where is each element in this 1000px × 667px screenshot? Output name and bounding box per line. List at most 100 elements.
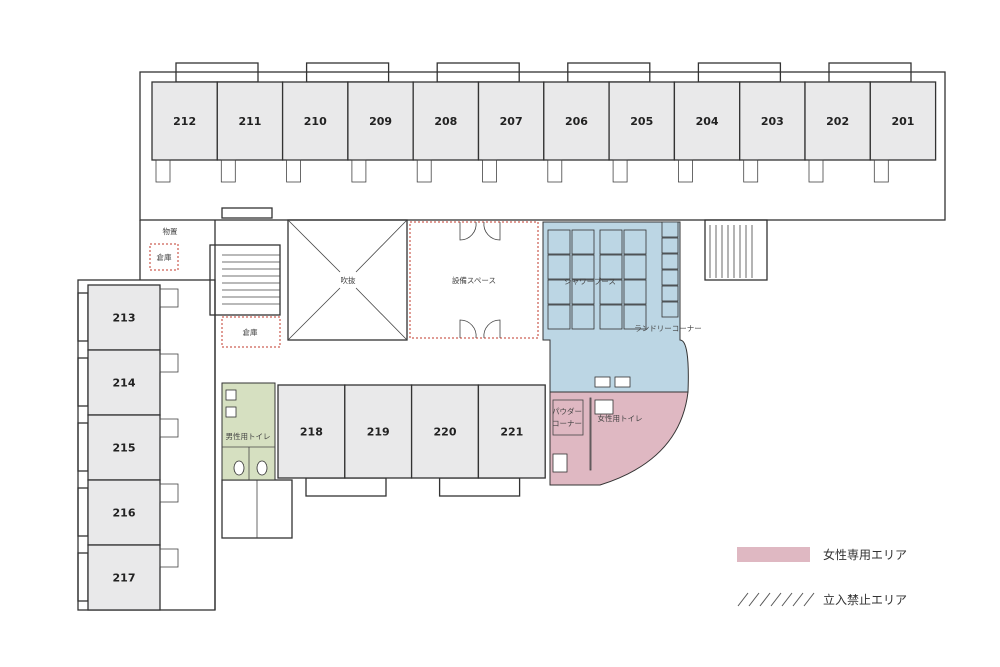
room-number: 221	[500, 426, 523, 439]
room-213[interactable]: 213	[87, 284, 161, 351]
room-number: 201	[891, 115, 914, 128]
balcony	[438, 477, 521, 497]
room-shape	[216, 81, 284, 161]
shower-booth[interactable]	[623, 279, 647, 305]
shower-label: シャワーブース	[564, 276, 616, 286]
room-shape	[87, 414, 161, 481]
closet	[159, 483, 179, 503]
room-218[interactable]: 218	[277, 384, 346, 479]
hatch-line	[770, 592, 782, 607]
room-216[interactable]: 216	[87, 479, 161, 546]
closet	[159, 418, 179, 438]
closet	[220, 159, 236, 183]
mens-toilet: 男性用トイレ	[221, 382, 276, 481]
room-208[interactable]: 208	[412, 81, 480, 161]
room-201[interactable]: 201	[869, 81, 937, 161]
room-number: 216	[113, 507, 136, 520]
room-221[interactable]: 221	[477, 384, 546, 479]
atrium: 吹抜	[287, 219, 408, 341]
room-210[interactable]: 210	[281, 81, 349, 161]
shower-booth[interactable]	[547, 229, 571, 255]
closet	[743, 159, 759, 183]
room-number: 207	[500, 115, 523, 128]
shower-booth[interactable]	[623, 304, 647, 330]
closet	[612, 159, 628, 183]
room-209[interactable]: 209	[347, 81, 414, 161]
room-number: 208	[434, 115, 457, 128]
washer[interactable]	[661, 301, 679, 318]
washer[interactable]	[661, 253, 679, 270]
room-204[interactable]: 204	[673, 81, 741, 161]
shower-laundry-area: シャワーブース ランドリーコーナー	[542, 221, 702, 393]
balcony	[305, 477, 387, 497]
room-219[interactable]: 219	[344, 384, 413, 479]
laundry-label: ランドリーコーナー	[634, 324, 702, 333]
shower-booth[interactable]	[599, 304, 623, 330]
washer[interactable]	[661, 285, 679, 302]
room-211[interactable]: 211	[216, 81, 284, 161]
powder-label-2: コーナー	[552, 419, 582, 428]
womens-area: パウダー コーナー 女性用トイレ	[549, 391, 689, 486]
storage-label: 倉庫	[243, 327, 258, 337]
room-shape	[412, 81, 480, 161]
room-shape	[477, 81, 545, 161]
room-shape	[543, 81, 610, 161]
shower-booth[interactable]	[571, 254, 595, 280]
washer[interactable]	[661, 221, 679, 238]
shower-booth[interactable]	[599, 279, 623, 305]
room-215[interactable]: 215	[87, 414, 161, 481]
room-214[interactable]: 214	[87, 349, 161, 416]
room-shape	[281, 81, 349, 161]
room-number: 211	[238, 115, 261, 128]
shower-booth[interactable]	[547, 254, 571, 280]
room-206[interactable]: 206	[543, 81, 610, 161]
closet	[159, 288, 179, 308]
room-number: 213	[113, 312, 136, 325]
room-number: 203	[761, 115, 784, 128]
room-203[interactable]: 203	[739, 81, 806, 161]
legend: 女性専用エリア 立入禁止エリア	[737, 547, 907, 607]
room-205[interactable]: 205	[608, 81, 676, 161]
shower-booth[interactable]	[623, 229, 647, 255]
staircase	[209, 207, 768, 316]
closet	[286, 159, 302, 183]
room-number: 218	[300, 426, 323, 439]
shower-booth[interactable]	[599, 254, 623, 280]
room-220[interactable]: 220	[410, 384, 480, 479]
closet	[873, 159, 889, 183]
washer[interactable]	[661, 269, 679, 286]
legend-women-label: 女性専用エリア	[823, 547, 907, 562]
powder-label-1: パウダー	[552, 406, 582, 416]
room-217[interactable]: 217	[87, 544, 161, 611]
room-202[interactable]: 202	[804, 81, 871, 161]
room-number: 219	[367, 426, 390, 439]
shower-booth[interactable]	[547, 304, 571, 330]
shower-booth[interactable]	[623, 254, 647, 280]
hatch-line	[759, 592, 771, 607]
hatch-line	[737, 592, 749, 607]
room-shape	[347, 81, 414, 161]
womens-toilet-label: 女性用トイレ	[598, 413, 643, 423]
room-shape	[151, 81, 218, 161]
room-207[interactable]: 207	[477, 81, 545, 161]
shower-booth[interactable]	[571, 279, 595, 305]
storage-small-label: 物置	[163, 226, 178, 236]
shower-booth[interactable]	[571, 229, 595, 255]
closet	[155, 159, 171, 183]
room-shape	[87, 349, 161, 416]
room-shape	[673, 81, 741, 161]
closet	[416, 159, 432, 183]
shower-booth[interactable]	[547, 279, 571, 305]
shower-booth[interactable]	[599, 229, 623, 255]
room-number: 215	[113, 442, 136, 455]
room-shape	[87, 544, 161, 611]
closet	[547, 159, 563, 183]
room-212[interactable]: 212	[151, 81, 218, 161]
washer[interactable]	[661, 237, 679, 254]
shower-booth[interactable]	[571, 304, 595, 330]
room-number: 204	[696, 115, 719, 128]
room-shape	[87, 284, 161, 351]
hatch-line	[781, 592, 793, 607]
